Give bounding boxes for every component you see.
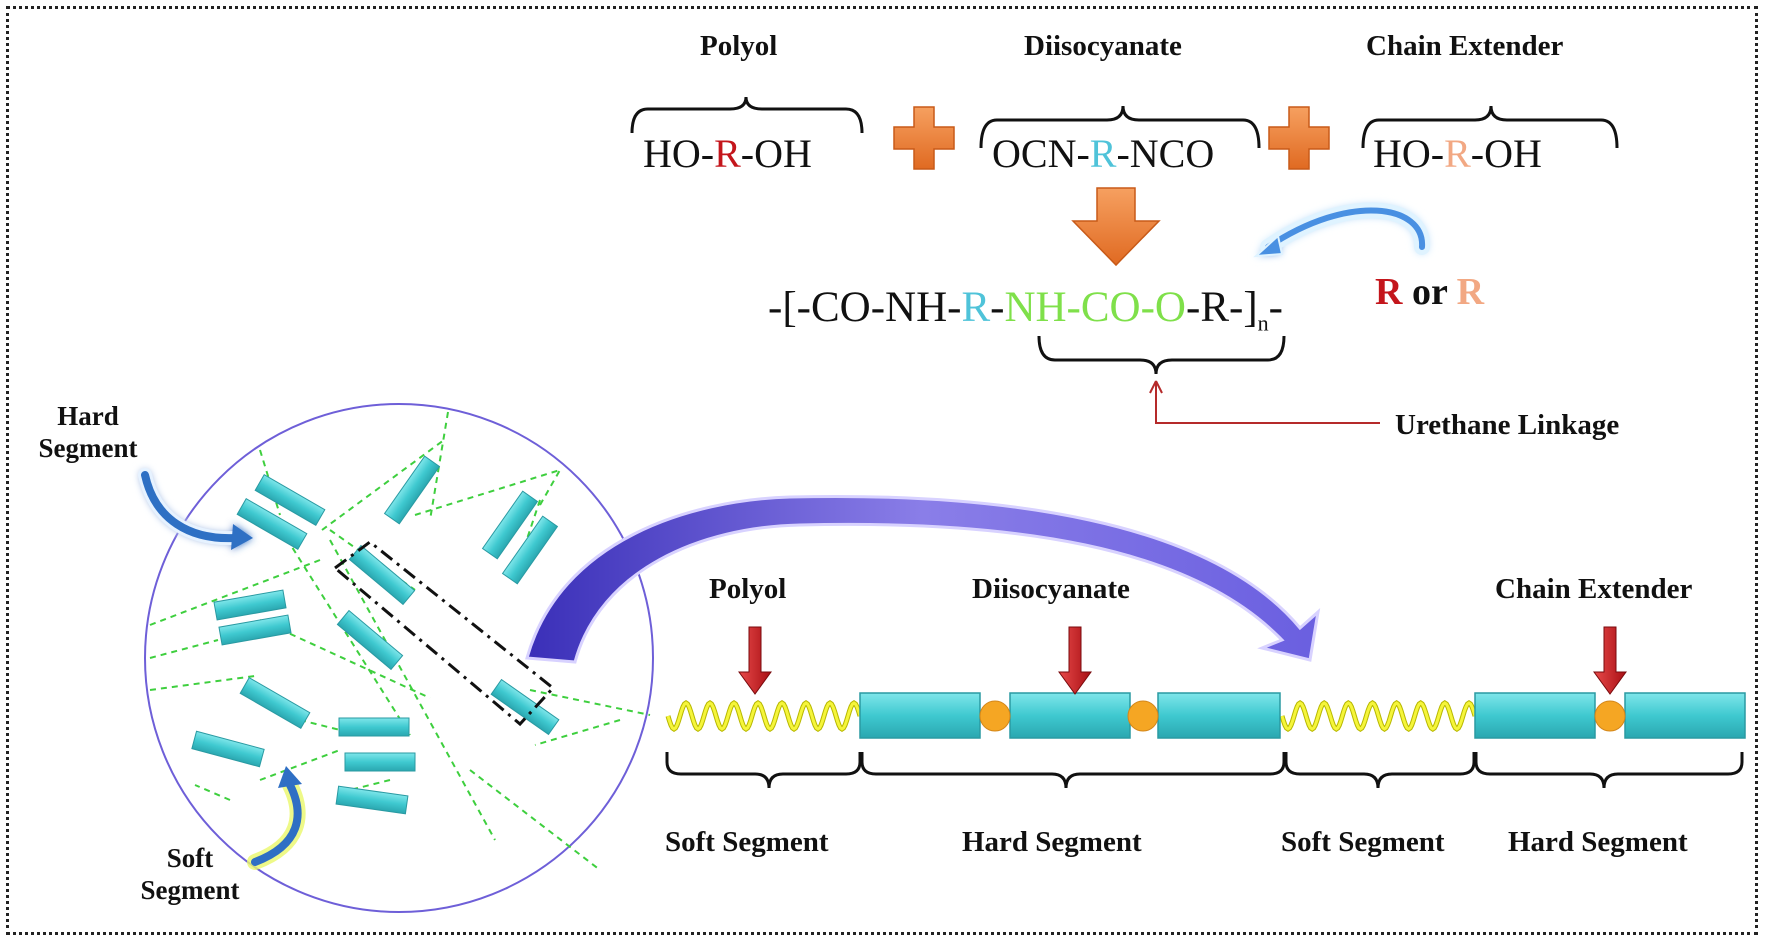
bottom-hard-segment-label: Hard Segment bbox=[1508, 826, 1688, 858]
polyol-brace bbox=[630, 96, 864, 134]
polyol-label: Polyol bbox=[700, 30, 778, 62]
chain-extender-pointer-arrow-icon bbox=[1593, 626, 1627, 695]
repeat-subscript: n bbox=[1257, 310, 1269, 336]
formula-part: - bbox=[1268, 284, 1283, 331]
diisocyanate-label: Diisocyanate bbox=[1024, 30, 1182, 62]
chain-extender-chain-label: Chain Extender bbox=[1495, 573, 1693, 605]
joint bbox=[1127, 700, 1159, 732]
hard-block bbox=[1474, 692, 1596, 739]
r-group-polyol: R bbox=[1375, 271, 1403, 313]
formula-part: HO- bbox=[1373, 131, 1445, 176]
r-group-diisocyanate: R bbox=[961, 284, 991, 331]
r-group-polyol: R bbox=[714, 131, 741, 176]
chain-extender-brace bbox=[1361, 105, 1619, 149]
morphology-circle bbox=[144, 403, 654, 913]
r-group-chain-extender: R bbox=[1456, 271, 1485, 313]
urethane-brace bbox=[1037, 335, 1286, 375]
formula-part: OCN- bbox=[992, 131, 1090, 176]
formula-part: -[-CO-NH- bbox=[768, 284, 962, 331]
hard-segment-blocks bbox=[191, 455, 560, 815]
formula-part: - bbox=[990, 284, 1005, 331]
soft-segment-arrow-icon bbox=[247, 766, 306, 870]
r-group-chain-extender: R bbox=[1444, 131, 1471, 176]
urethane-linkage-label: Urethane Linkage bbox=[1395, 409, 1620, 441]
segment-braces bbox=[665, 752, 1744, 789]
plus-icon bbox=[1268, 106, 1330, 170]
substitution-arrow-icon bbox=[1253, 202, 1430, 258]
soft-spring-1 bbox=[665, 699, 863, 733]
hard-blocks bbox=[859, 692, 1746, 739]
joint bbox=[1594, 700, 1626, 732]
polyol-formula: HO-R-OH bbox=[643, 130, 812, 177]
chain bbox=[665, 626, 1746, 789]
formula-part: -NCO bbox=[1116, 131, 1215, 176]
hard-block bbox=[859, 692, 981, 739]
urethane-pointer bbox=[1149, 380, 1380, 424]
polyol-pointer-arrow-icon bbox=[738, 626, 772, 695]
diagram-frame bbox=[6, 6, 1758, 935]
polyurethane-product-formula: -[-CO-NH-R-NH-CO-O-R-]n- bbox=[768, 283, 1283, 337]
bottom-soft-segment-label: Soft Segment bbox=[665, 826, 829, 858]
diisocyanate-pointer-arrow-icon bbox=[1058, 626, 1092, 695]
bottom-soft-segment-label: Soft Segment bbox=[1281, 826, 1445, 858]
r-group-diisocyanate: R bbox=[1089, 131, 1117, 176]
or-text: or bbox=[1402, 271, 1457, 313]
hard-block bbox=[1157, 692, 1281, 739]
hard-block bbox=[1009, 692, 1131, 739]
formula-part: -OH bbox=[1470, 131, 1542, 176]
hard-segment-callout: Hard Segment bbox=[38, 401, 138, 463]
selection-box bbox=[332, 540, 556, 727]
chain-extender-formula: HO-R-OH bbox=[1373, 130, 1542, 177]
soft-spring-2 bbox=[1279, 699, 1478, 733]
hard-block bbox=[1624, 692, 1746, 739]
formula-part: -R-] bbox=[1186, 284, 1258, 331]
chain-polyol-label: Polyol bbox=[709, 573, 787, 605]
formula-part: -OH bbox=[740, 131, 812, 176]
plus-icon bbox=[893, 106, 955, 170]
chain-diisocyanate-label: Diisocyanate bbox=[972, 573, 1130, 605]
diisocyanate-formula: OCN-R-NCO bbox=[992, 130, 1214, 177]
urethane-group: NH-CO-O bbox=[1004, 284, 1186, 331]
soft-segment-callout: Soft Segment bbox=[140, 843, 240, 905]
chain-extender-label: Chain Extender bbox=[1366, 30, 1564, 62]
joints bbox=[979, 700, 1626, 732]
bottom-hard-segment-label: Hard Segment bbox=[962, 826, 1142, 858]
r-or-r-label: R or R bbox=[1375, 270, 1484, 314]
reaction-arrow-icon bbox=[1071, 187, 1161, 267]
joint bbox=[979, 700, 1011, 732]
hard-segment-arrow-icon bbox=[138, 468, 253, 550]
zoom-swoosh-arrow-icon bbox=[525, 494, 1321, 664]
diisocyanate-brace bbox=[979, 105, 1261, 149]
formula-part: HO- bbox=[643, 131, 715, 176]
